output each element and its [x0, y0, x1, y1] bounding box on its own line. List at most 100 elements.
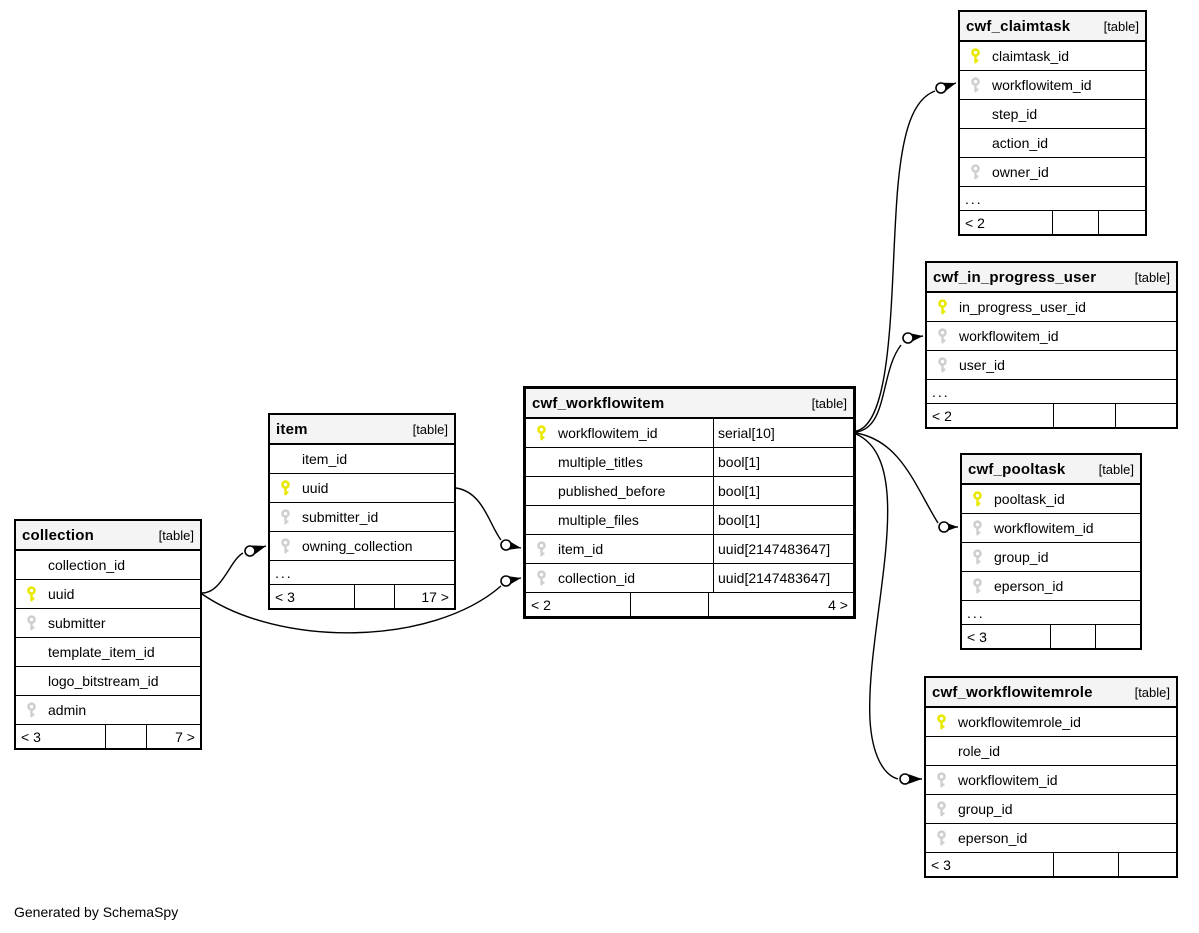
- table-name[interactable]: cwf_workflowitemrole: [932, 683, 1093, 701]
- key-spacer: [969, 135, 982, 152]
- foreign-key-icon: [937, 800, 946, 816]
- column-type: bool[1]: [718, 454, 761, 470]
- column-name: uuid: [48, 586, 75, 602]
- table-header: cwf_workflowitemrole [table]: [926, 678, 1176, 708]
- ellipsis-row: ...: [270, 561, 454, 585]
- foreign-key-icon: [537, 540, 546, 556]
- foreign-key-icon: [971, 163, 980, 179]
- footer-right-cell: [1099, 211, 1145, 234]
- table-name[interactable]: cwf_in_progress_user: [933, 268, 1097, 286]
- cardinality-circle-icon: [500, 575, 512, 587]
- column-name-cell: uuid: [270, 474, 454, 502]
- column-row-group_id: group_id: [926, 795, 1176, 824]
- table-footer: < 2: [960, 211, 1145, 234]
- footer-left-cell: < 3: [926, 853, 1054, 876]
- column-row-workflowitemrole_id: workflowitemrole_id: [926, 708, 1176, 737]
- table-header: cwf_workflowitem[table]: [526, 389, 853, 419]
- table-badge: [table]: [1134, 684, 1170, 700]
- column-name: workflowitem_id: [959, 328, 1059, 344]
- column-row-owning_collection: owning_collection: [270, 532, 454, 561]
- column-row-collection_id: collection_id: [16, 551, 200, 580]
- primary-key-icon: [971, 47, 980, 63]
- relationship-line: [855, 90, 936, 432]
- footer-mid-cell: [1053, 211, 1099, 234]
- column-name-cell: eperson_id: [926, 824, 1176, 852]
- cardinality-circle-icon: [902, 332, 914, 344]
- table-card-cwf_workflowitemrole: cwf_workflowitemrole [table] workflowitemr…: [924, 676, 1178, 878]
- column-name-cell: group_id: [962, 543, 1140, 571]
- column-name: claimtask_id: [992, 48, 1070, 64]
- table-name[interactable]: collection: [22, 526, 95, 544]
- footer-mid-cell: [1051, 625, 1096, 648]
- column-name: role_id: [958, 743, 1001, 759]
- column-name: item_id: [558, 541, 604, 557]
- column-name: template_item_id: [48, 644, 155, 660]
- primary-key-icon: [973, 490, 982, 506]
- table-name[interactable]: cwf_workflowitem: [532, 394, 665, 412]
- footer-mid-cell: [1054, 404, 1117, 427]
- relationship-line: [201, 585, 502, 634]
- column-name: collection_id: [48, 557, 126, 573]
- column-name-cell: submitter: [16, 609, 200, 637]
- ellipsis-row: ...: [962, 601, 1140, 625]
- relationship-line: [455, 487, 502, 541]
- column-name: in_progress_user_id: [959, 299, 1086, 315]
- cardinality-circle-icon: [244, 545, 256, 557]
- column-name: submitter_id: [302, 509, 379, 525]
- column-name: item_id: [302, 451, 348, 467]
- column-name: eperson_id: [958, 830, 1028, 846]
- column-name-cell: workflowitem_id: [960, 71, 1145, 99]
- footer-right-cell: 17 >: [421, 588, 449, 605]
- column-name: workflowitem_id: [994, 520, 1094, 536]
- column-row-workflowitem_id: workflowitem_id: [926, 766, 1176, 795]
- table-name[interactable]: item: [276, 420, 308, 438]
- column-name-cell: collection_id: [16, 551, 200, 579]
- footer-right-cell: [1119, 853, 1177, 876]
- key-spacer: [535, 483, 548, 500]
- table-header: cwf_pooltask[table]: [962, 455, 1140, 485]
- column-name: uuid: [302, 480, 329, 496]
- primary-key-icon: [537, 424, 546, 440]
- arrowhead-icon: [909, 774, 922, 784]
- column-name-cell: owning_collection: [270, 532, 454, 560]
- column-name: collection_id: [558, 570, 636, 586]
- column-row-uuid: uuid: [16, 580, 200, 609]
- primary-key-icon: [281, 479, 290, 495]
- foreign-key-icon: [937, 771, 946, 787]
- foreign-key-icon: [973, 577, 982, 593]
- column-row-in_progress_user_id: in_progress_user_id: [927, 293, 1176, 322]
- column-row-owner_id: owner_id: [960, 158, 1145, 187]
- table-name[interactable]: cwf_claimtask: [966, 17, 1071, 35]
- column-name: group_id: [958, 801, 1013, 817]
- column-name: owner_id: [992, 164, 1049, 180]
- ellipsis-row: ...: [927, 380, 1176, 404]
- column-name-cell: workflowitem_id: [962, 514, 1140, 542]
- column-row-claimtask_id: claimtask_id: [960, 42, 1145, 71]
- footer-right-cell: [1096, 625, 1141, 648]
- cardinality-circle-icon: [899, 773, 911, 785]
- relationship-collection.uuid-to-item.owning_collection: [201, 545, 267, 594]
- relationship-cwf_workflowitem.workflowitem_id-to-cwf_in_progress_user.workflowitem_id: [855, 332, 924, 433]
- footer-mid-cell: [631, 593, 710, 616]
- column-name: multiple_files: [558, 512, 639, 528]
- relationship-line: [201, 552, 244, 594]
- column-name: workflowitem_id: [992, 77, 1092, 93]
- relationship-collection.uuid-to-cwf_workflowitem.collection_id: [201, 575, 522, 634]
- column-row-eperson_id: eperson_id: [962, 572, 1140, 601]
- table-header: cwf_in_progress_user[table]: [927, 263, 1176, 293]
- primary-key-icon: [937, 713, 946, 729]
- footer-right-cell: 7 >: [175, 728, 195, 745]
- table-name[interactable]: cwf_pooltask: [968, 460, 1066, 478]
- column-name: workflowitem_id: [958, 772, 1058, 788]
- table-header: item[table]: [270, 415, 454, 445]
- column-name: group_id: [994, 549, 1049, 565]
- cardinality-circle-icon: [938, 521, 950, 533]
